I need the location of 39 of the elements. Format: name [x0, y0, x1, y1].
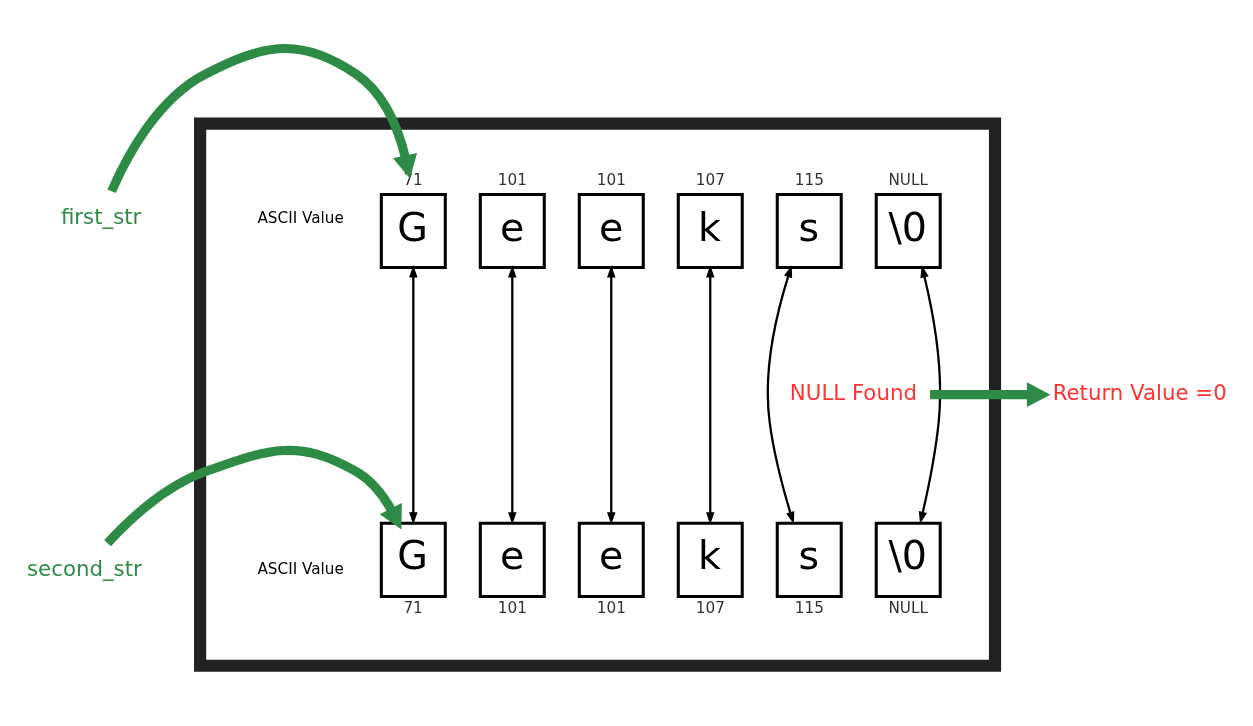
arrow — [107, 44, 418, 194]
node-box: \0 — [874, 192, 942, 270]
node-box: s — [775, 192, 843, 270]
node-box: G — [379, 192, 447, 270]
label: ASCII Value — [257, 208, 344, 227]
node-text: first_str — [60, 204, 142, 230]
node-box: k — [676, 521, 744, 598]
node-label: 101 — [497, 171, 527, 190]
node-text: Return Value =0 — [1052, 380, 1227, 406]
node-text: second_str — [26, 556, 142, 582]
node-label: 101 — [596, 599, 626, 618]
arrow — [409, 265, 418, 525]
node-label: NULL — [888, 599, 928, 618]
node-box: e — [478, 521, 546, 598]
node-box: \0 — [874, 521, 942, 598]
node-label: 101 — [497, 599, 527, 618]
node-box: e — [577, 192, 645, 270]
node-text: NULL Found — [789, 380, 917, 406]
arrow — [607, 265, 616, 525]
node-label: 71 — [403, 599, 423, 618]
node-label: 107 — [695, 599, 725, 618]
arrow — [104, 445, 402, 547]
arrow — [508, 265, 517, 525]
node-box: k — [676, 192, 744, 270]
arrow — [766, 265, 795, 524]
node-label: NULL — [888, 171, 928, 190]
node-label: 115 — [794, 599, 824, 618]
arrow — [918, 265, 942, 524]
cluster — [194, 117, 1002, 672]
node-label: 115 — [794, 171, 824, 190]
arrow — [930, 382, 1051, 407]
node-box: s — [775, 521, 843, 598]
node-box: e — [577, 521, 645, 598]
node-box: G — [379, 521, 447, 598]
arrow — [706, 265, 715, 525]
node-label: 107 — [695, 171, 725, 190]
label: ASCII Value — [257, 560, 344, 579]
node-box: e — [478, 192, 546, 270]
node-label: 101 — [596, 171, 626, 190]
